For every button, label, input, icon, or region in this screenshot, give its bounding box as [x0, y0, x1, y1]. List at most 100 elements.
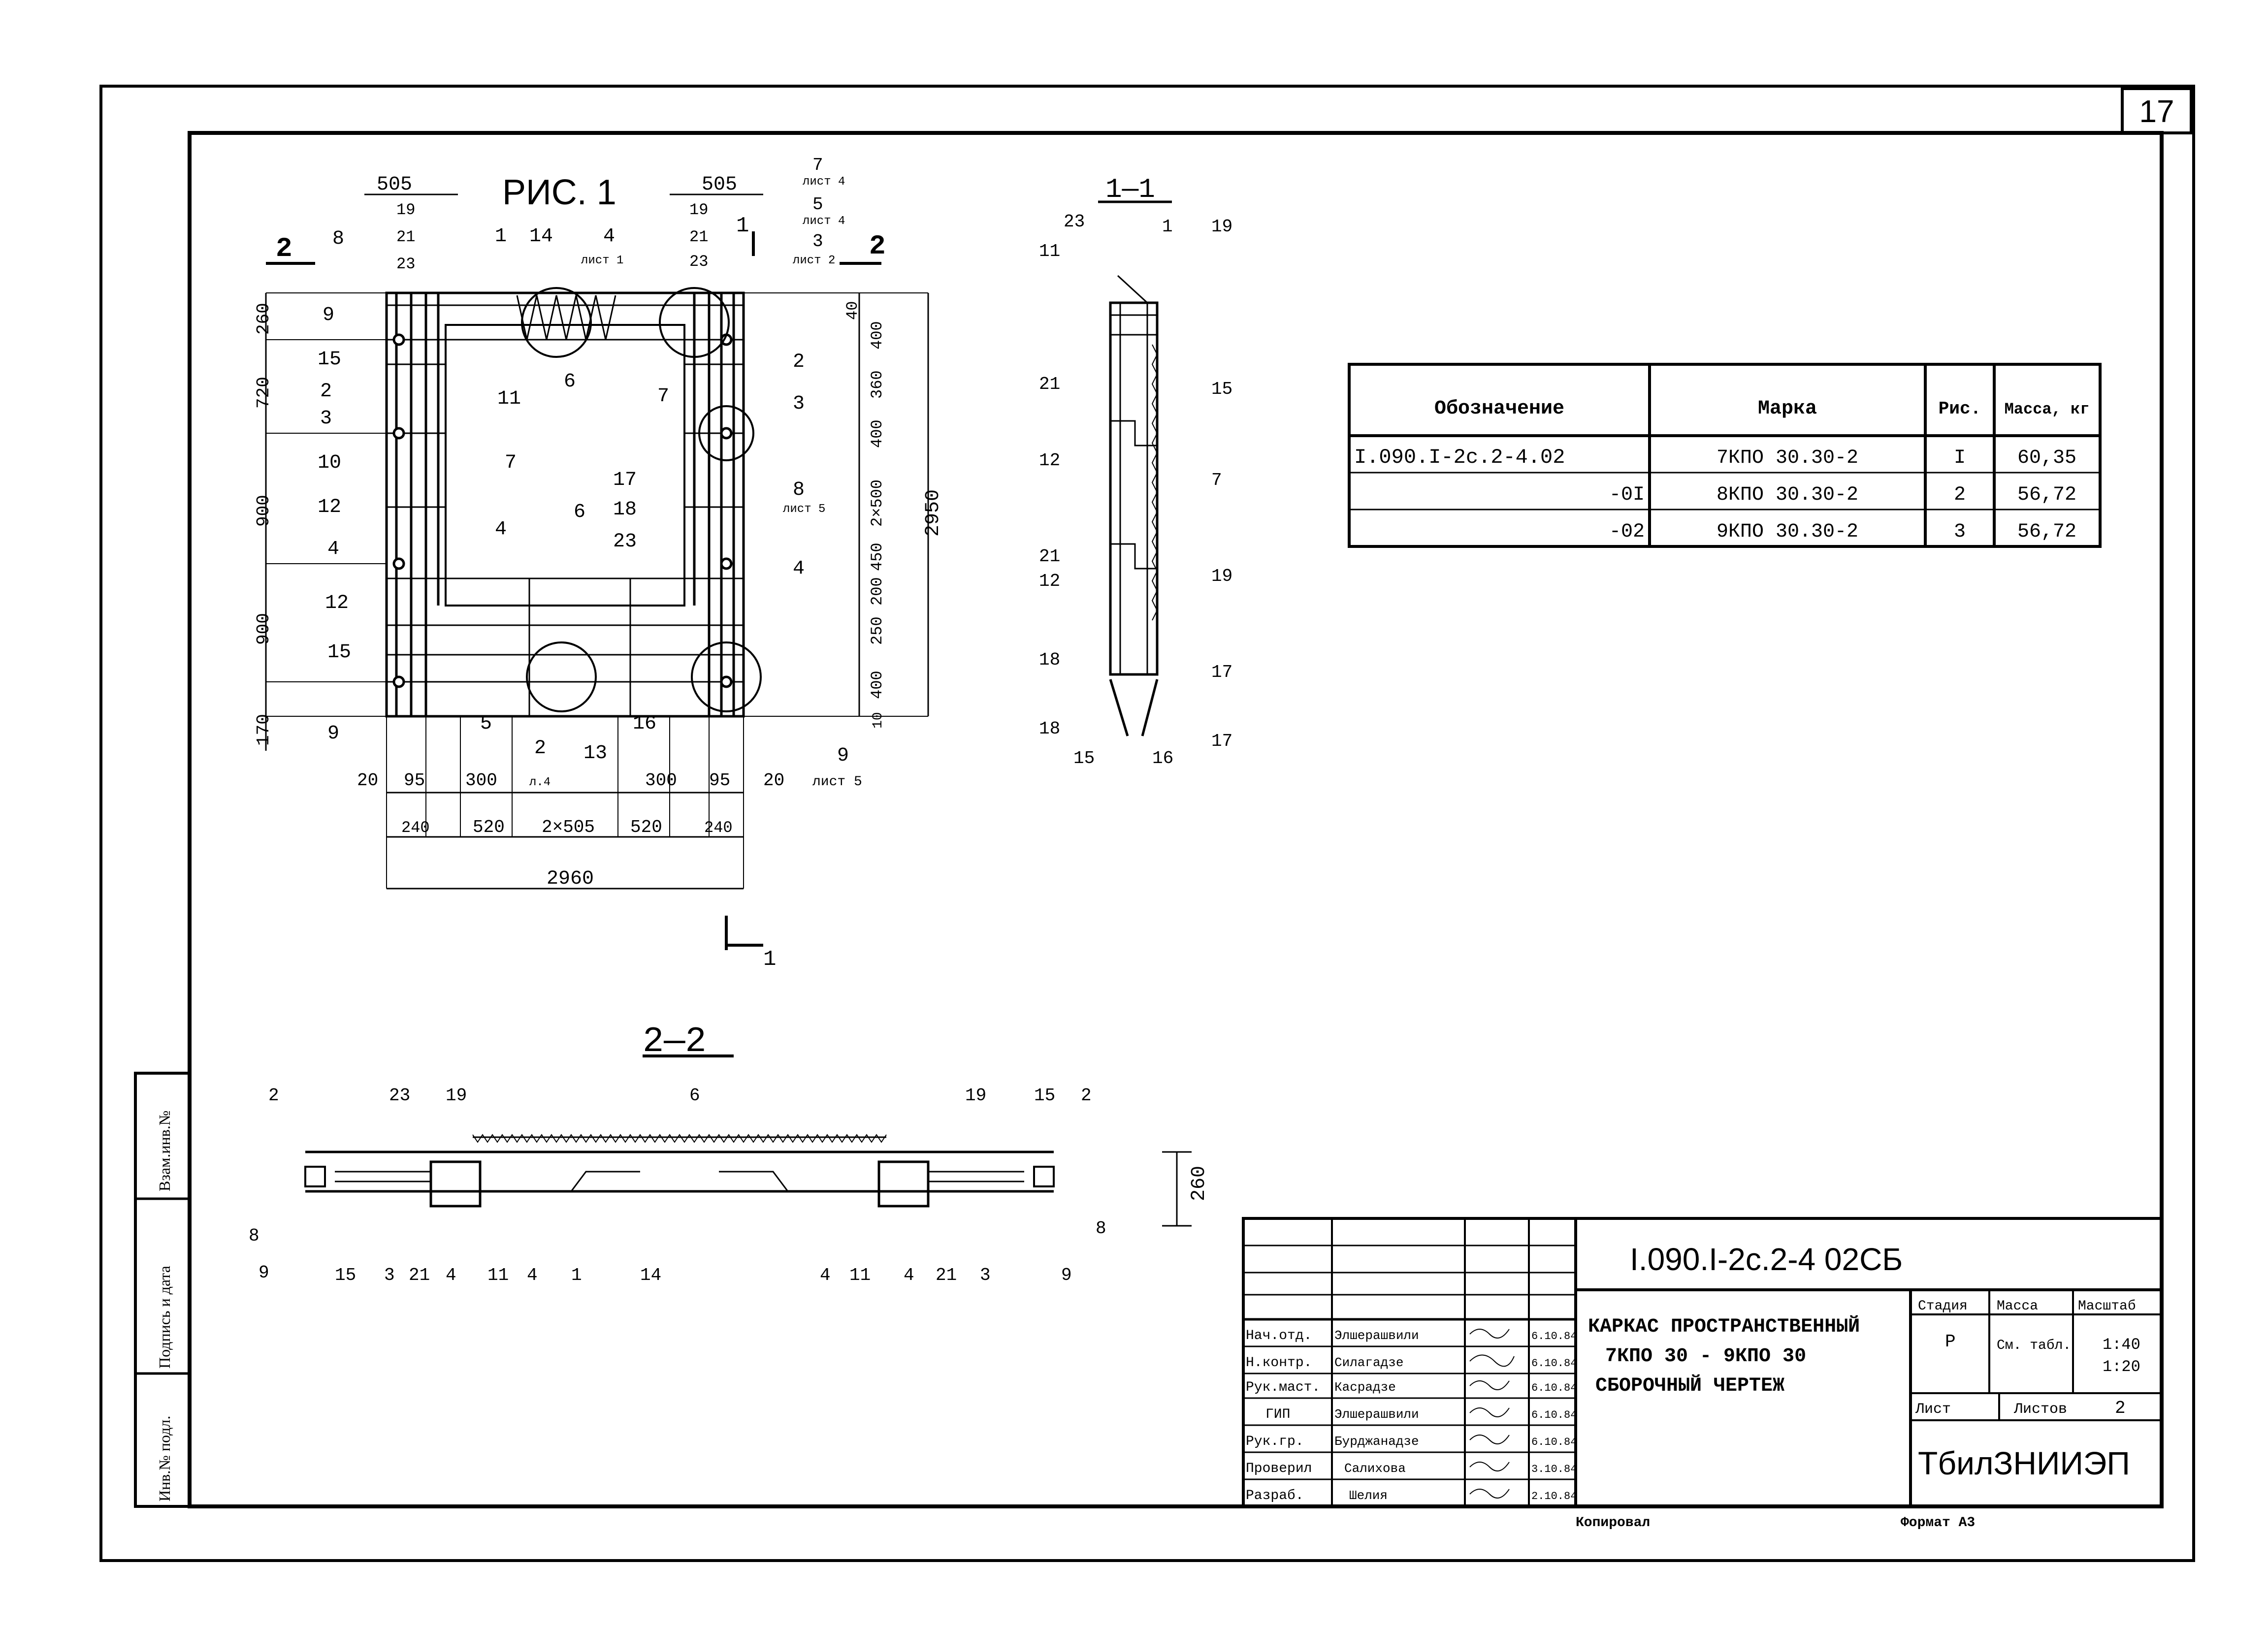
stamp-replaced: Взам.инв.№ — [156, 1111, 173, 1191]
dim-left-5: 170 — [254, 714, 274, 746]
name-4: Элшерашвили — [1334, 1407, 1419, 1422]
note-list4-a: лист 4 — [803, 175, 845, 189]
note-list5-bottom: лист 5 — [812, 774, 862, 790]
dim-right-8: 250 — [868, 616, 886, 645]
sec22-bottom-10: 14 — [640, 1265, 661, 1285]
spec-header-mass: Масса, кг — [2005, 400, 2090, 418]
name-6: Салихова — [1344, 1461, 1406, 1476]
role-7: Разраб. — [1246, 1488, 1304, 1503]
mass-label: Масса — [1997, 1299, 2038, 1314]
spec-row2-mark: 8КПО 30.30-2 — [1717, 484, 1858, 506]
sec22-top-1: 2 — [268, 1085, 279, 1106]
sec11-left-8: 18 — [1039, 719, 1060, 739]
dim-bottom-1: 20 — [357, 770, 378, 791]
dim-right-1: 40 — [843, 301, 862, 320]
sec11-right-1: 1 — [1162, 217, 1173, 237]
note-top-right-7: 7 — [812, 155, 823, 175]
date-6: 3.10.84 — [1531, 1463, 1577, 1475]
date-2: 6.10.84 — [1531, 1357, 1577, 1370]
dim-top-left: 505 — [377, 174, 412, 196]
spec-row3-designation: -02 — [1609, 521, 1645, 543]
dim-bottom-6: 20 — [763, 770, 784, 791]
spec-row2-fig: 2 — [1954, 484, 1966, 506]
mark-right-3: 8 — [793, 479, 805, 501]
note-list5-right: лист 5 — [783, 503, 825, 516]
spec-header-fig: Рис. — [1939, 399, 1981, 419]
sec22-bottom-2: 9 — [259, 1263, 269, 1283]
mark-inner-5: 11 — [497, 388, 521, 410]
sheets-label: Листов — [2013, 1401, 2067, 1418]
sec22-top-2: 23 — [389, 1085, 410, 1106]
title-line-3: СБОРОЧНЫЙ ЧЕРТЕЖ — [1595, 1374, 1784, 1397]
spec-header-designation: Обозначение — [1434, 398, 1564, 420]
title-line-2: 7КПО 30 - 9КПО 30 — [1605, 1345, 1806, 1368]
sec22-dim: 260 — [1188, 1166, 1210, 1201]
figure-title: РИС. 1 — [502, 173, 616, 212]
sec22-bottom-9: 1 — [571, 1265, 582, 1285]
note-top-right-5: 5 — [812, 194, 823, 215]
dim-right-10: 10 — [871, 712, 886, 729]
mark-left-7: 12 — [318, 496, 341, 518]
cut-2-left: 2 — [276, 233, 292, 264]
sheet-number-box: 17 — [2121, 87, 2193, 134]
spec-row3-mass: 56,72 — [2017, 521, 2076, 543]
mark-inner-13: 5 — [480, 713, 492, 735]
sec11-right-3: 15 — [1211, 379, 1232, 399]
dim-left-3: 900 — [254, 495, 274, 527]
mark-inner-3: 4 — [603, 225, 615, 248]
dim-bottom-row2-5: 240 — [704, 819, 733, 837]
dim-right-3: 360 — [868, 370, 886, 399]
sec22-bottom-5: 21 — [409, 1265, 430, 1285]
name-7: Шелия — [1349, 1488, 1388, 1503]
mark-inner-11: 23 — [613, 531, 637, 553]
mark-top-right-2: 21 — [689, 228, 708, 246]
drawing-code: I.090.I-2с.2-4 02СБ — [1630, 1242, 1903, 1277]
name-5: Бурджанадзе — [1334, 1434, 1419, 1449]
mark-left-3: 15 — [318, 349, 341, 371]
dim-right-6: 450 — [868, 543, 886, 571]
spec-row1-designation: I.090.I-2с.2-4.02 — [1354, 446, 1565, 469]
dim-bottom-row2-3: 2×505 — [542, 817, 595, 837]
spec-row2-designation: -0I — [1609, 484, 1645, 506]
sec22-bottom-8: 4 — [527, 1265, 538, 1285]
note-list4-b: лист 4 — [803, 215, 845, 228]
stamp-signature-date: Подпись и дата — [156, 1266, 173, 1369]
sec22-bottom-6: 4 — [446, 1265, 456, 1285]
spec-row1-mark: 7КПО 30.30-2 — [1717, 447, 1858, 469]
sec11-right-5: 19 — [1211, 566, 1232, 586]
mark-left-1: 8 — [332, 228, 344, 250]
dim-right-7: 200 — [868, 577, 886, 606]
role-1: Нач.отд. — [1246, 1328, 1312, 1343]
sec22-top-7: 2 — [1081, 1085, 1092, 1106]
side-stamp: Взам.инв.№ Подпись и дата Инв.№ подл. — [134, 1072, 191, 1508]
spec-row2-mass: 56,72 — [2017, 484, 2076, 506]
note-top-right-3: 3 — [812, 231, 823, 252]
plan-figure-1-texts: РИС. 1 2 2 1 1 505 505 19 21 23 19 21 23… — [254, 155, 944, 972]
spec-row1-fig: I — [1954, 447, 1966, 469]
sec22-top-3: 19 — [446, 1085, 467, 1106]
mark-top-right-3: 23 — [689, 253, 708, 271]
section-2-2 — [304, 1054, 1192, 1227]
mark-left-9: 12 — [325, 592, 349, 614]
mark-right-6: 9 — [837, 745, 849, 767]
stamp-inventory: Инв.№ подл. — [156, 1416, 173, 1501]
date-1: 6.10.84 — [1531, 1330, 1577, 1342]
dim-top-right: 505 — [702, 174, 737, 196]
dim-right-5: 2×500 — [868, 479, 886, 527]
sec22-bottom-15: 3 — [980, 1265, 991, 1285]
dim-bottom-row2-4: 520 — [630, 817, 662, 837]
sec11-left-6: 12 — [1039, 571, 1060, 591]
dim-bottom-4: 300 — [645, 770, 677, 791]
sec22-bottom-11: 4 — [820, 1265, 831, 1285]
sec22-bottom-7: 11 — [487, 1265, 509, 1285]
mark-left-4: 2 — [320, 381, 332, 403]
title-block-texts: I.090.I-2с.2-4 02СБ КАРКАС ПРОСТРАНСТВЕН… — [1246, 1242, 2140, 1531]
inner-frame — [188, 131, 2164, 1508]
mark-left-5: 3 — [320, 408, 332, 430]
sec11-right-6: 17 — [1211, 662, 1232, 682]
sec11-left-1: 23 — [1064, 212, 1085, 232]
dim-right-4: 400 — [868, 419, 886, 448]
sec22-top-5: 19 — [965, 1085, 986, 1106]
dim-bottom-2: 95 — [404, 770, 425, 791]
